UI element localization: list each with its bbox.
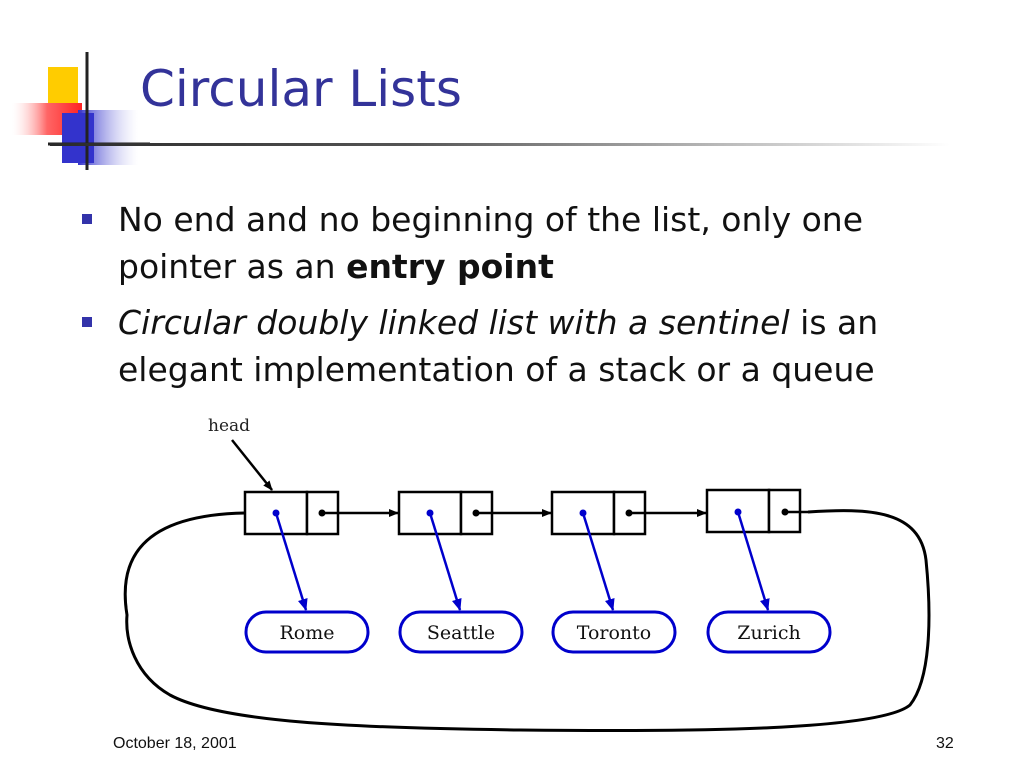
bullet-square-icon [82, 317, 92, 327]
element-box [551, 610, 677, 654]
element-label-rome: Rome [279, 622, 334, 644]
head-label: head [208, 416, 250, 436]
head-pointer-arrow [231, 439, 273, 491]
list-node: Toronto [550, 490, 707, 654]
circular-list-diagram: head Rome Seattle [123, 416, 931, 733]
element-label-seattle: Seattle [427, 622, 495, 644]
list-node: Seattle [397, 490, 552, 654]
list-node: Rome [243, 490, 399, 654]
slide-logo-decoration [12, 52, 150, 170]
bullet-italic-text: Circular doubly linked list with a senti… [118, 303, 790, 342]
element-pointer-arrow [274, 512, 308, 611]
bullet-bold-text: entry point [346, 247, 554, 286]
bullet-item: Circular doubly linked list with a senti… [74, 299, 954, 393]
bullet-item: No end and no beginning of the list, onl… [74, 196, 954, 290]
page-number: 32 [936, 735, 954, 752]
circular-return-link [123, 509, 931, 733]
list-node: Zurich [705, 488, 832, 654]
element-label-toronto: Toronto [577, 622, 651, 644]
element-pointer-arrow [428, 512, 462, 611]
element-box [706, 610, 832, 654]
logo-yellow-square [48, 67, 78, 110]
element-box [398, 610, 524, 654]
element-pointer-arrow [736, 511, 770, 611]
bullet-text: No end and no beginning of the list, onl… [118, 200, 863, 286]
page-title: Circular Lists [140, 60, 462, 118]
bullet-list: No end and no beginning of the list, onl… [74, 196, 954, 402]
element-box [244, 610, 370, 654]
bullet-text: is an elegant implementation of a stack … [118, 303, 879, 389]
bullet-square-icon [82, 214, 92, 224]
title-divider [50, 143, 950, 146]
element-label-zurich: Zurich [737, 622, 800, 644]
logo-blue-square [62, 113, 94, 163]
element-pointer-arrow [581, 512, 615, 611]
footer-date: October 18, 2001 [113, 735, 237, 752]
